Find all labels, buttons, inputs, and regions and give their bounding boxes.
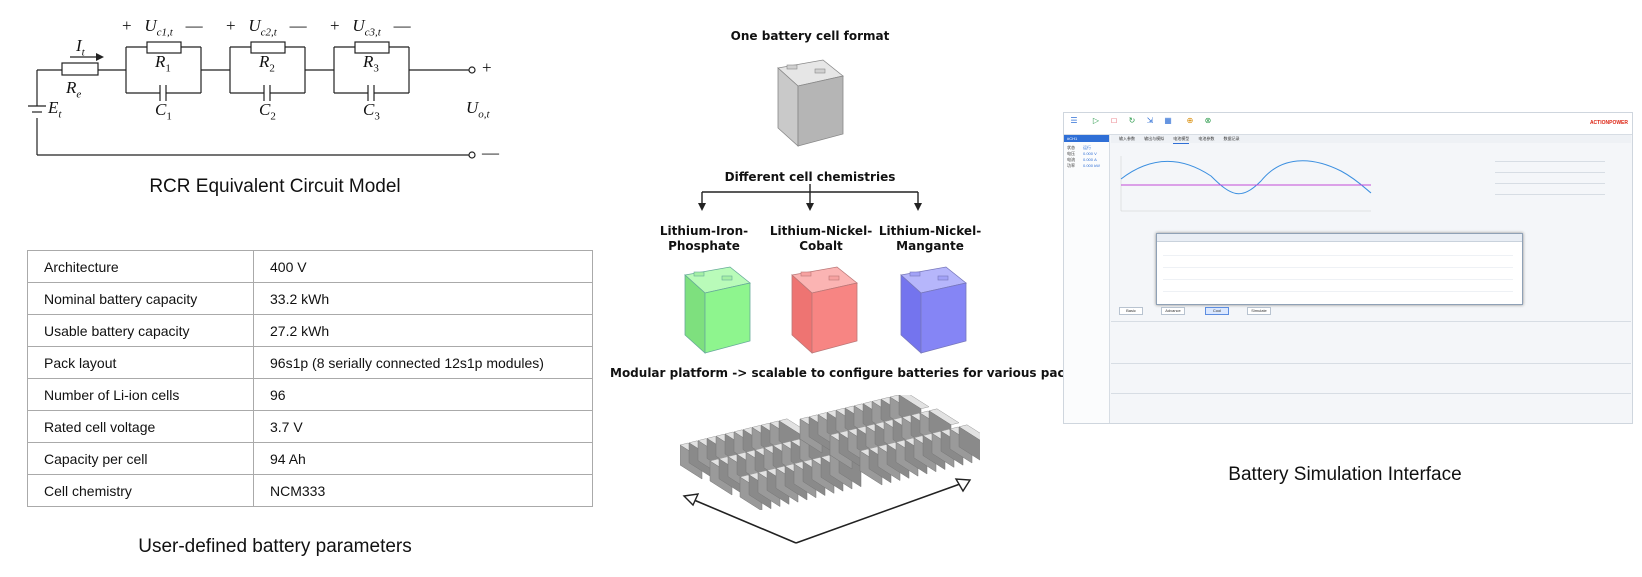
sim-dialog[interactable] bbox=[1156, 233, 1523, 305]
parameter-key: Usable battery capacity bbox=[27, 314, 254, 347]
sim-side-key: 电压 bbox=[1067, 151, 1075, 156]
chemistry-lnm-label: Lithium-Nickel-Mangante bbox=[878, 224, 982, 253]
sim-tab-output[interactable]: 输出与模拟 bbox=[1144, 136, 1165, 141]
current-label: It bbox=[76, 36, 85, 59]
sim-side-value: 0.000 A bbox=[1083, 157, 1097, 162]
resistor-label-r2: R2 bbox=[259, 52, 275, 75]
pack-cell-side bbox=[958, 426, 980, 461]
sim-side-value: 运行 bbox=[1083, 145, 1091, 150]
sim-side-key: 状态 bbox=[1067, 145, 1075, 150]
voltage-label-uc3: + Uc3,t — bbox=[330, 16, 411, 39]
parameter-value: NCM333 bbox=[253, 474, 593, 507]
battery-cell-grey-icon bbox=[777, 59, 844, 147]
capacitor-label-c2: C2 bbox=[259, 100, 276, 123]
parameter-value: 400 V bbox=[253, 250, 593, 283]
sim-lower-panel: Basic Advance Cool Simulate bbox=[1111, 293, 1631, 423]
sim-button-basic[interactable]: Basic bbox=[1119, 307, 1143, 315]
sim-side-value: 0.000 V bbox=[1083, 151, 1097, 156]
sim-button-simulate[interactable]: Simulate bbox=[1247, 307, 1271, 315]
sim-dialog-header bbox=[1157, 234, 1522, 242]
parameter-key: Pack layout bbox=[27, 346, 254, 379]
sim-toolbar: ☰ ▷ □ ↻ ⇲ ▦ ⊕ ⊗ ACTIONPOWER bbox=[1064, 113, 1632, 135]
parameter-value: 96 bbox=[253, 378, 593, 411]
sim-tab-input[interactable]: 输入参数 bbox=[1119, 136, 1135, 141]
parameter-value: 27.2 kWh bbox=[253, 314, 593, 347]
refresh-icon: ↻ bbox=[1128, 116, 1136, 125]
sim-brand: ACTIONPOWER bbox=[1589, 120, 1628, 126]
parameter-key: Cell chemistry bbox=[27, 474, 254, 507]
voltage-label-uc2: + Uc2,t — bbox=[226, 16, 307, 39]
menu-icon: ☰ bbox=[1070, 116, 1078, 125]
parameter-value: 3.7 V bbox=[253, 410, 593, 443]
resistor-label-r1: R1 bbox=[155, 52, 171, 75]
resistor-label-r3: R3 bbox=[363, 52, 379, 75]
unlock-icon: ⊗ bbox=[1204, 116, 1212, 125]
simulation-screenshot: ☰ ▷ □ ↻ ⇲ ▦ ⊕ ⊗ ACTIONPOWER #CH1 状态 运行电压 0… bbox=[1063, 112, 1633, 424]
battery-pack-icon bbox=[680, 395, 980, 510]
sim-chart bbox=[1120, 156, 1372, 212]
platform-text: Modular platform -> scalable to configur… bbox=[610, 366, 1073, 380]
sim-side-row: 电压 0.000 V bbox=[1067, 151, 1106, 157]
sim-sidebar: #CH1 状态 运行电压 0.000 V 电流 0.000 A 功率 0.000 kW bbox=[1064, 135, 1110, 423]
play-icon: ▷ bbox=[1092, 116, 1100, 125]
scalable-arrows bbox=[682, 478, 972, 544]
voltage-label-uc1: + Uc1,t — bbox=[122, 16, 203, 39]
sim-side-row: 电流 0.000 A bbox=[1067, 157, 1106, 163]
sim-right-panel bbox=[1495, 155, 1605, 245]
stop-icon: □ bbox=[1111, 116, 1117, 125]
sim-button-advance[interactable]: Advance bbox=[1161, 307, 1185, 315]
sim-side-row: 功率 0.000 kW bbox=[1067, 163, 1106, 169]
parameter-value: 96s1p (8 serially connected 12s1p module… bbox=[253, 346, 593, 379]
parameter-value: 94 Ah bbox=[253, 442, 593, 475]
chemistry-tree bbox=[698, 184, 922, 211]
parameter-key: Capacity per cell bbox=[27, 442, 254, 475]
parameter-key: Nominal battery capacity bbox=[27, 282, 254, 315]
sim-side-row: 状态 运行 bbox=[1067, 145, 1106, 151]
circuit-diagram bbox=[28, 41, 476, 159]
sim-tab-log[interactable]: 数据记录 bbox=[1223, 136, 1240, 141]
resistor-label-re: Re bbox=[66, 78, 82, 101]
output-minus: — bbox=[482, 143, 499, 162]
sim-tabs: 输入参数 输出与模拟 电池模型 电池参数 数据记录 bbox=[1111, 135, 1631, 144]
chemistry-lnc-label: Lithium-Nickel-Cobalt bbox=[769, 224, 873, 253]
sim-side-key: 电流 bbox=[1067, 157, 1075, 162]
chemistry-title: Different cell chemistries bbox=[724, 170, 896, 184]
sim-side-header: #CH1 bbox=[1064, 135, 1109, 142]
circuit-caption: RCR Equivalent Circuit Model bbox=[149, 176, 401, 197]
sim-tab-model[interactable]: 电池模型 bbox=[1173, 135, 1190, 144]
capacitor-label-c3: C3 bbox=[363, 100, 380, 123]
battery-cell-blue-icon bbox=[900, 266, 967, 354]
grid-icon: ▦ bbox=[1164, 116, 1172, 125]
chemistry-lfp-label: Lithium-Iron-Phosphate bbox=[659, 224, 749, 253]
capacitor-label-c1: C1 bbox=[155, 100, 172, 123]
sim-side-key: 功率 bbox=[1067, 163, 1075, 168]
lock-icon: ⊕ bbox=[1186, 116, 1194, 125]
parameter-key: Rated cell voltage bbox=[27, 410, 254, 443]
battery-cell-green-icon bbox=[684, 266, 751, 354]
sim-dialog-grid bbox=[1163, 244, 1513, 292]
output-label: Uo,t bbox=[466, 98, 490, 121]
parameter-key: Number of Li-ion cells bbox=[27, 378, 254, 411]
source-label: Et bbox=[48, 98, 62, 121]
sim-button-cool[interactable]: Cool bbox=[1205, 307, 1229, 315]
simulation-caption: Battery Simulation Interface bbox=[1228, 464, 1462, 485]
params-caption: User-defined battery parameters bbox=[138, 536, 412, 557]
sim-tab-params[interactable]: 电池参数 bbox=[1198, 136, 1215, 141]
parameter-key: Architecture bbox=[27, 250, 254, 283]
export-icon: ⇲ bbox=[1146, 116, 1154, 125]
cell-format-title: One battery cell format bbox=[730, 29, 890, 43]
parameter-value: 33.2 kWh bbox=[253, 282, 593, 315]
sim-side-value: 0.000 kW bbox=[1083, 163, 1100, 168]
battery-cell-red-icon bbox=[791, 266, 858, 354]
output-plus: + bbox=[482, 58, 492, 77]
